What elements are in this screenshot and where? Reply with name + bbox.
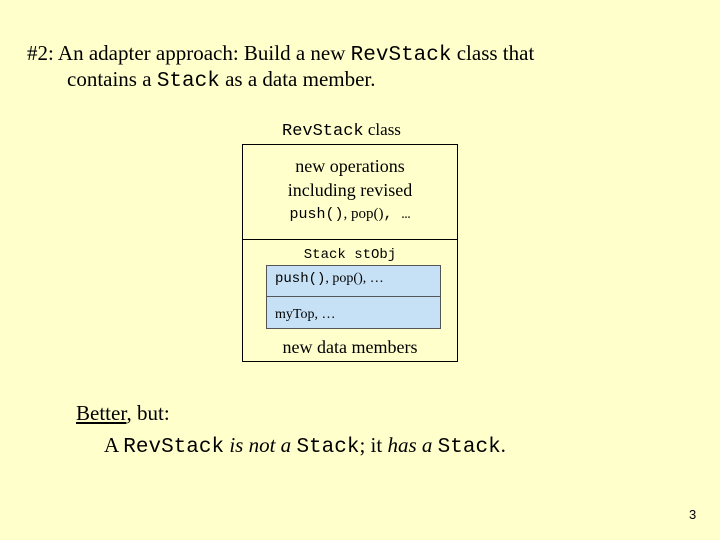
title-line-2: contains a Stack as a data member.	[67, 67, 376, 93]
conclusion-text: ; it	[359, 433, 388, 457]
conclusion-period: .	[500, 433, 506, 457]
stack-member-divider	[266, 296, 441, 297]
better-rest: , but:	[126, 401, 170, 425]
conclusion-line: A RevStack is not a Stack; it has a Stac…	[104, 433, 506, 459]
op-push: push()	[289, 206, 344, 223]
title-code-revstack: RevStack	[350, 44, 452, 67]
conclusion-is-not-a: is not a	[224, 433, 297, 457]
class-name-code: RevStack	[282, 122, 364, 141]
operations-line-3: push(), pop(), …	[242, 206, 458, 223]
conclusion-code-stack-2: Stack	[437, 436, 501, 459]
class-name-text: class	[363, 120, 401, 139]
inner-op-push: push()	[275, 271, 326, 287]
operations-line-2: including revised	[287, 180, 413, 200]
stack-member-operations: push(), pop(), …	[275, 271, 384, 287]
stack-member-data: myTop, …	[275, 307, 336, 322]
title-line-1: #2: An adapter approach: Build a new Rev…	[27, 41, 534, 67]
operations-line-1: new operations	[295, 156, 405, 176]
stack-member-declaration: Stack stObj	[303, 247, 397, 263]
inner-op-separator: ,	[325, 271, 333, 286]
better-underlined: Better	[76, 401, 127, 425]
conclusion-code-stack: Stack	[296, 436, 360, 459]
stack-member-box	[266, 265, 441, 329]
inner-op-pop: pop()	[332, 271, 363, 286]
op-separator: ,	[343, 206, 351, 222]
conclusion-code-revstack: RevStack	[123, 436, 225, 459]
new-data-members: new data members	[282, 337, 418, 357]
conclusion-text: A	[104, 433, 124, 457]
better-line: Better, but:	[76, 401, 170, 426]
revstack-class-box	[242, 144, 458, 362]
title-text: class that	[451, 41, 535, 65]
op-pop: pop()	[351, 206, 384, 222]
page-number: 3	[689, 507, 697, 522]
title-text: #2: An adapter approach: Build a new	[27, 41, 351, 65]
title-text: as a data member.	[219, 67, 376, 91]
op-tail: , …	[383, 206, 411, 223]
inner-op-tail: , …	[362, 271, 384, 286]
title-text: contains a	[67, 67, 157, 91]
class-label: RevStack class	[282, 120, 401, 141]
class-box-divider	[242, 239, 458, 240]
title-code-stack: Stack	[156, 70, 220, 93]
conclusion-has-a: has a	[387, 433, 433, 457]
